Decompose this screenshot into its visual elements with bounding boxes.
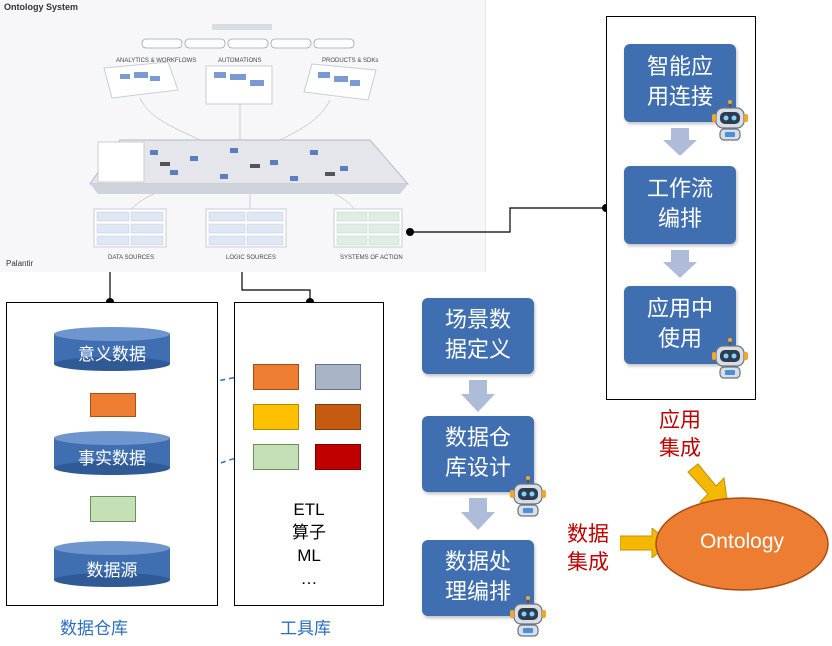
section-label-data-sources: DATA SOURCES xyxy=(108,255,155,261)
app-integration-arrow xyxy=(687,463,729,507)
data-source-label: 数据源 xyxy=(86,561,138,581)
semantic-data-cylinder xyxy=(54,327,170,371)
tool-block-yellow xyxy=(253,404,299,430)
fact-data-cylinder xyxy=(54,431,170,475)
semantic-transform-block xyxy=(90,393,136,417)
section-label-analytics: ANALYTICS & WORKFLOWS xyxy=(116,58,197,64)
scenario-data-definition-box: 场景数 据定义 xyxy=(422,298,534,374)
down-arrow-1 xyxy=(461,380,495,412)
data-warehouse-caption: 数据仓库 xyxy=(60,619,128,639)
processing-orchestration-box: 数据处 理编排 xyxy=(422,540,534,616)
section-label-automations: AUTOMATIONS xyxy=(218,58,262,64)
down-arrow-4 xyxy=(663,250,697,278)
in-app-usage-box: 应用中 使用 xyxy=(624,286,736,364)
tool-block-orange xyxy=(253,364,299,390)
app-integration-label: 应用 集成 xyxy=(659,408,701,460)
down-arrow-2 xyxy=(461,498,495,530)
robot-icon xyxy=(711,338,749,379)
toolbox-caption: 工具库 xyxy=(280,619,331,639)
tool-block-green xyxy=(253,444,299,470)
ontology-ellipse xyxy=(655,497,829,591)
data-integration-label: 数据 集成 xyxy=(567,522,609,574)
palantir-logo: Palantir xyxy=(6,259,34,268)
section-label-logic-sources: LOGIC SOURCES xyxy=(226,255,277,261)
fact-transform-block xyxy=(90,496,136,522)
ontology-system-screenshot: Ontology System xyxy=(0,0,486,272)
ontology-illustration xyxy=(89,24,410,248)
tool-block-brown xyxy=(315,404,361,430)
semantic-data-label: 意义数据 xyxy=(78,345,146,365)
workflow-orchestration-box: 工作流 编排 xyxy=(624,166,736,244)
data-source-cylinder xyxy=(54,541,170,587)
robot-icon xyxy=(509,476,547,517)
robot-icon xyxy=(509,596,547,637)
tool-block-gray xyxy=(315,364,361,390)
section-label-products: PRODUCTS & SDKs xyxy=(322,58,379,64)
screenshot-title: Ontology System xyxy=(4,2,79,12)
robot-icon xyxy=(711,100,749,141)
ontology-label: Ontology xyxy=(699,530,785,553)
tool-block-red xyxy=(315,444,361,470)
smart-app-connect-box: 智能应 用连接 xyxy=(624,44,736,122)
warehouse-design-box: 数据仓 库设计 xyxy=(422,416,534,492)
section-label-systems-of-action: SYSTEMS OF ACTION xyxy=(340,255,403,261)
down-arrow-3 xyxy=(663,128,697,156)
toolbox-items-text: ETL 算子 ML … xyxy=(292,500,326,588)
fact-data-label: 事实数据 xyxy=(78,449,146,469)
